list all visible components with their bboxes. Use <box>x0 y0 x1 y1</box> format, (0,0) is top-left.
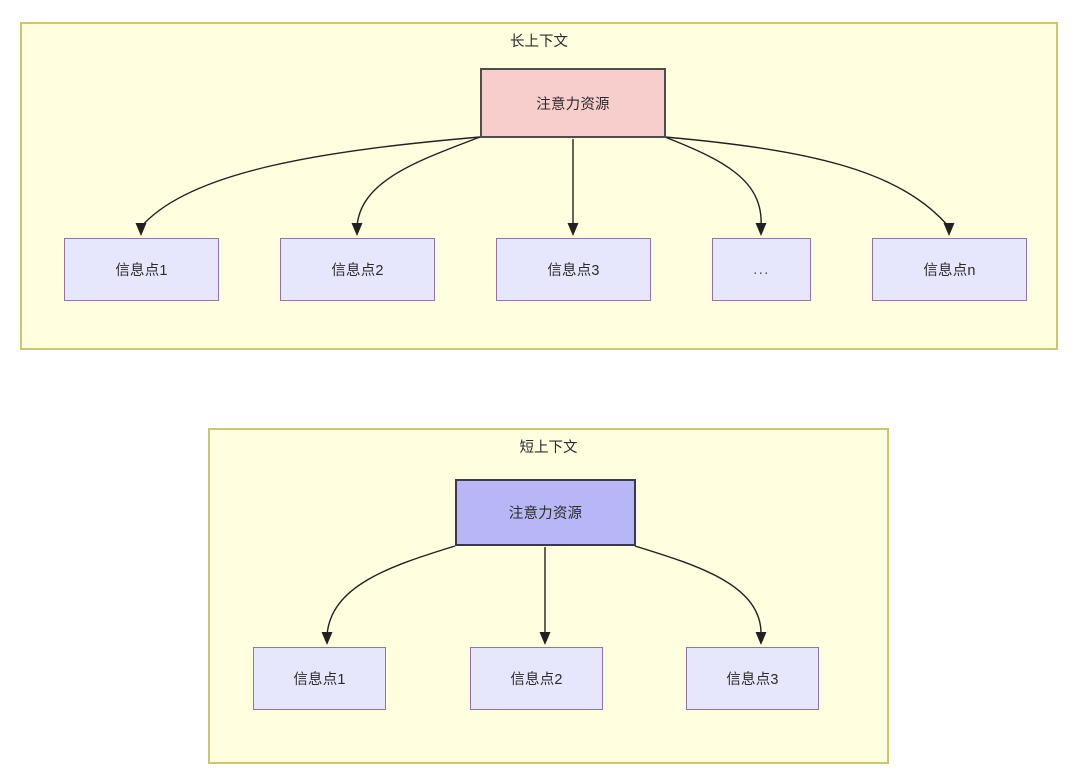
node-long-leaf-2[interactable]: 信息点2 <box>280 238 435 301</box>
panel-short-context-title: 短上下文 <box>519 440 578 456</box>
node-short-root-attention-resource[interactable]: 注意力资源 <box>455 479 636 546</box>
node-short-leaf-3[interactable]: 信息点3 <box>686 647 819 710</box>
node-long-leaf-1[interactable]: 信息点1 <box>64 238 219 301</box>
node-long-leaf-3[interactable]: 信息点3 <box>496 238 651 301</box>
node-short-leaf-2[interactable]: 信息点2 <box>470 647 603 710</box>
node-long-root-attention-resource[interactable]: 注意力资源 <box>480 68 666 138</box>
node-long-leaf-n[interactable]: 信息点n <box>872 238 1027 301</box>
panel-long-context-title: 长上下文 <box>510 34 568 50</box>
node-short-leaf-1[interactable]: 信息点1 <box>253 647 386 710</box>
node-long-leaf-ellipsis[interactable]: ... <box>712 238 811 301</box>
